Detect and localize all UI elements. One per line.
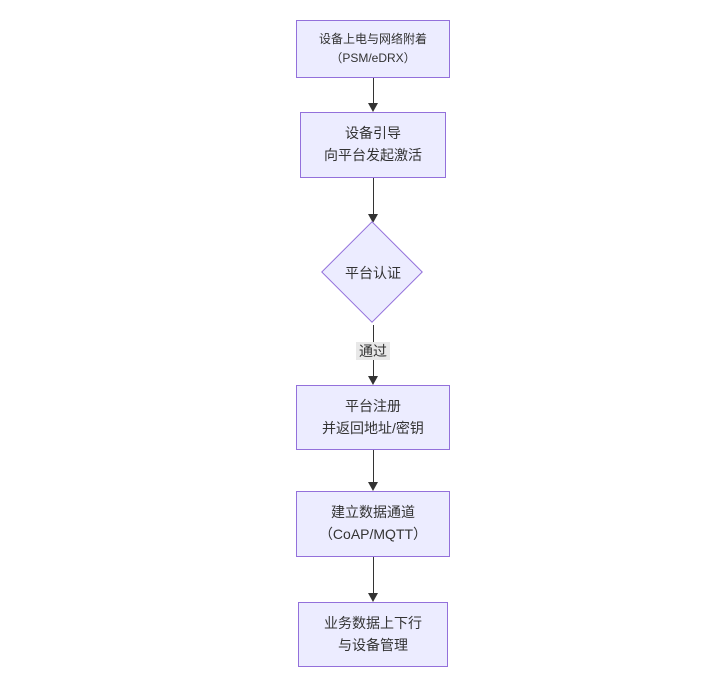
arrowhead-down-icon	[368, 103, 378, 112]
arrow-auth-to-register: 通过	[356, 325, 390, 385]
edge-label-pass: 通过	[356, 342, 390, 361]
node-auth-decision: 平台认证	[321, 221, 424, 324]
arrowhead-down-icon	[368, 376, 378, 385]
node-business: 业务数据上下行 与设备管理	[298, 602, 448, 667]
node-bootstrap: 设备引导 向平台发起激活	[300, 112, 446, 178]
arrow-shaft	[372, 78, 374, 103]
node-bootstrap-line1: 设备引导	[345, 125, 401, 142]
arrowhead-down-icon	[368, 593, 378, 602]
arrow-shaft	[372, 450, 374, 482]
node-register: 平台注册 并返回地址/密钥	[296, 385, 450, 450]
node-channel-line1: 建立数据通道	[331, 504, 415, 521]
arrow-register-to-channel	[367, 450, 379, 491]
arrowhead-down-icon	[368, 482, 378, 491]
node-business-line1: 业务数据上下行	[324, 614, 422, 631]
node-power-on: 设备上电与网络附着 （PSM/eDRX）	[296, 20, 450, 78]
arrow-shaft	[372, 178, 374, 214]
node-register-line1: 平台注册	[345, 397, 401, 414]
arrow-bootstrap-to-auth	[367, 178, 379, 223]
node-power-on-line1: 设备上电与网络附着	[318, 31, 427, 46]
arrow-channel-to-business	[367, 557, 379, 602]
node-channel: 建立数据通道 （CoAP/MQTT）	[296, 491, 450, 557]
node-business-line2: 与设备管理	[338, 636, 408, 653]
node-bootstrap-line2: 向平台发起激活	[324, 147, 422, 163]
node-power-on-line2: （PSM/eDRX）	[330, 51, 416, 65]
node-register-line2: 并返回地址/密钥	[322, 419, 424, 436]
node-auth-label: 平台认证	[345, 265, 401, 281]
node-channel-line2: （CoAP/MQTT）	[318, 526, 428, 542]
arrow-power-to-bootstrap	[367, 78, 379, 112]
arrow-shaft	[372, 557, 374, 593]
arrowhead-down-icon	[368, 214, 378, 223]
